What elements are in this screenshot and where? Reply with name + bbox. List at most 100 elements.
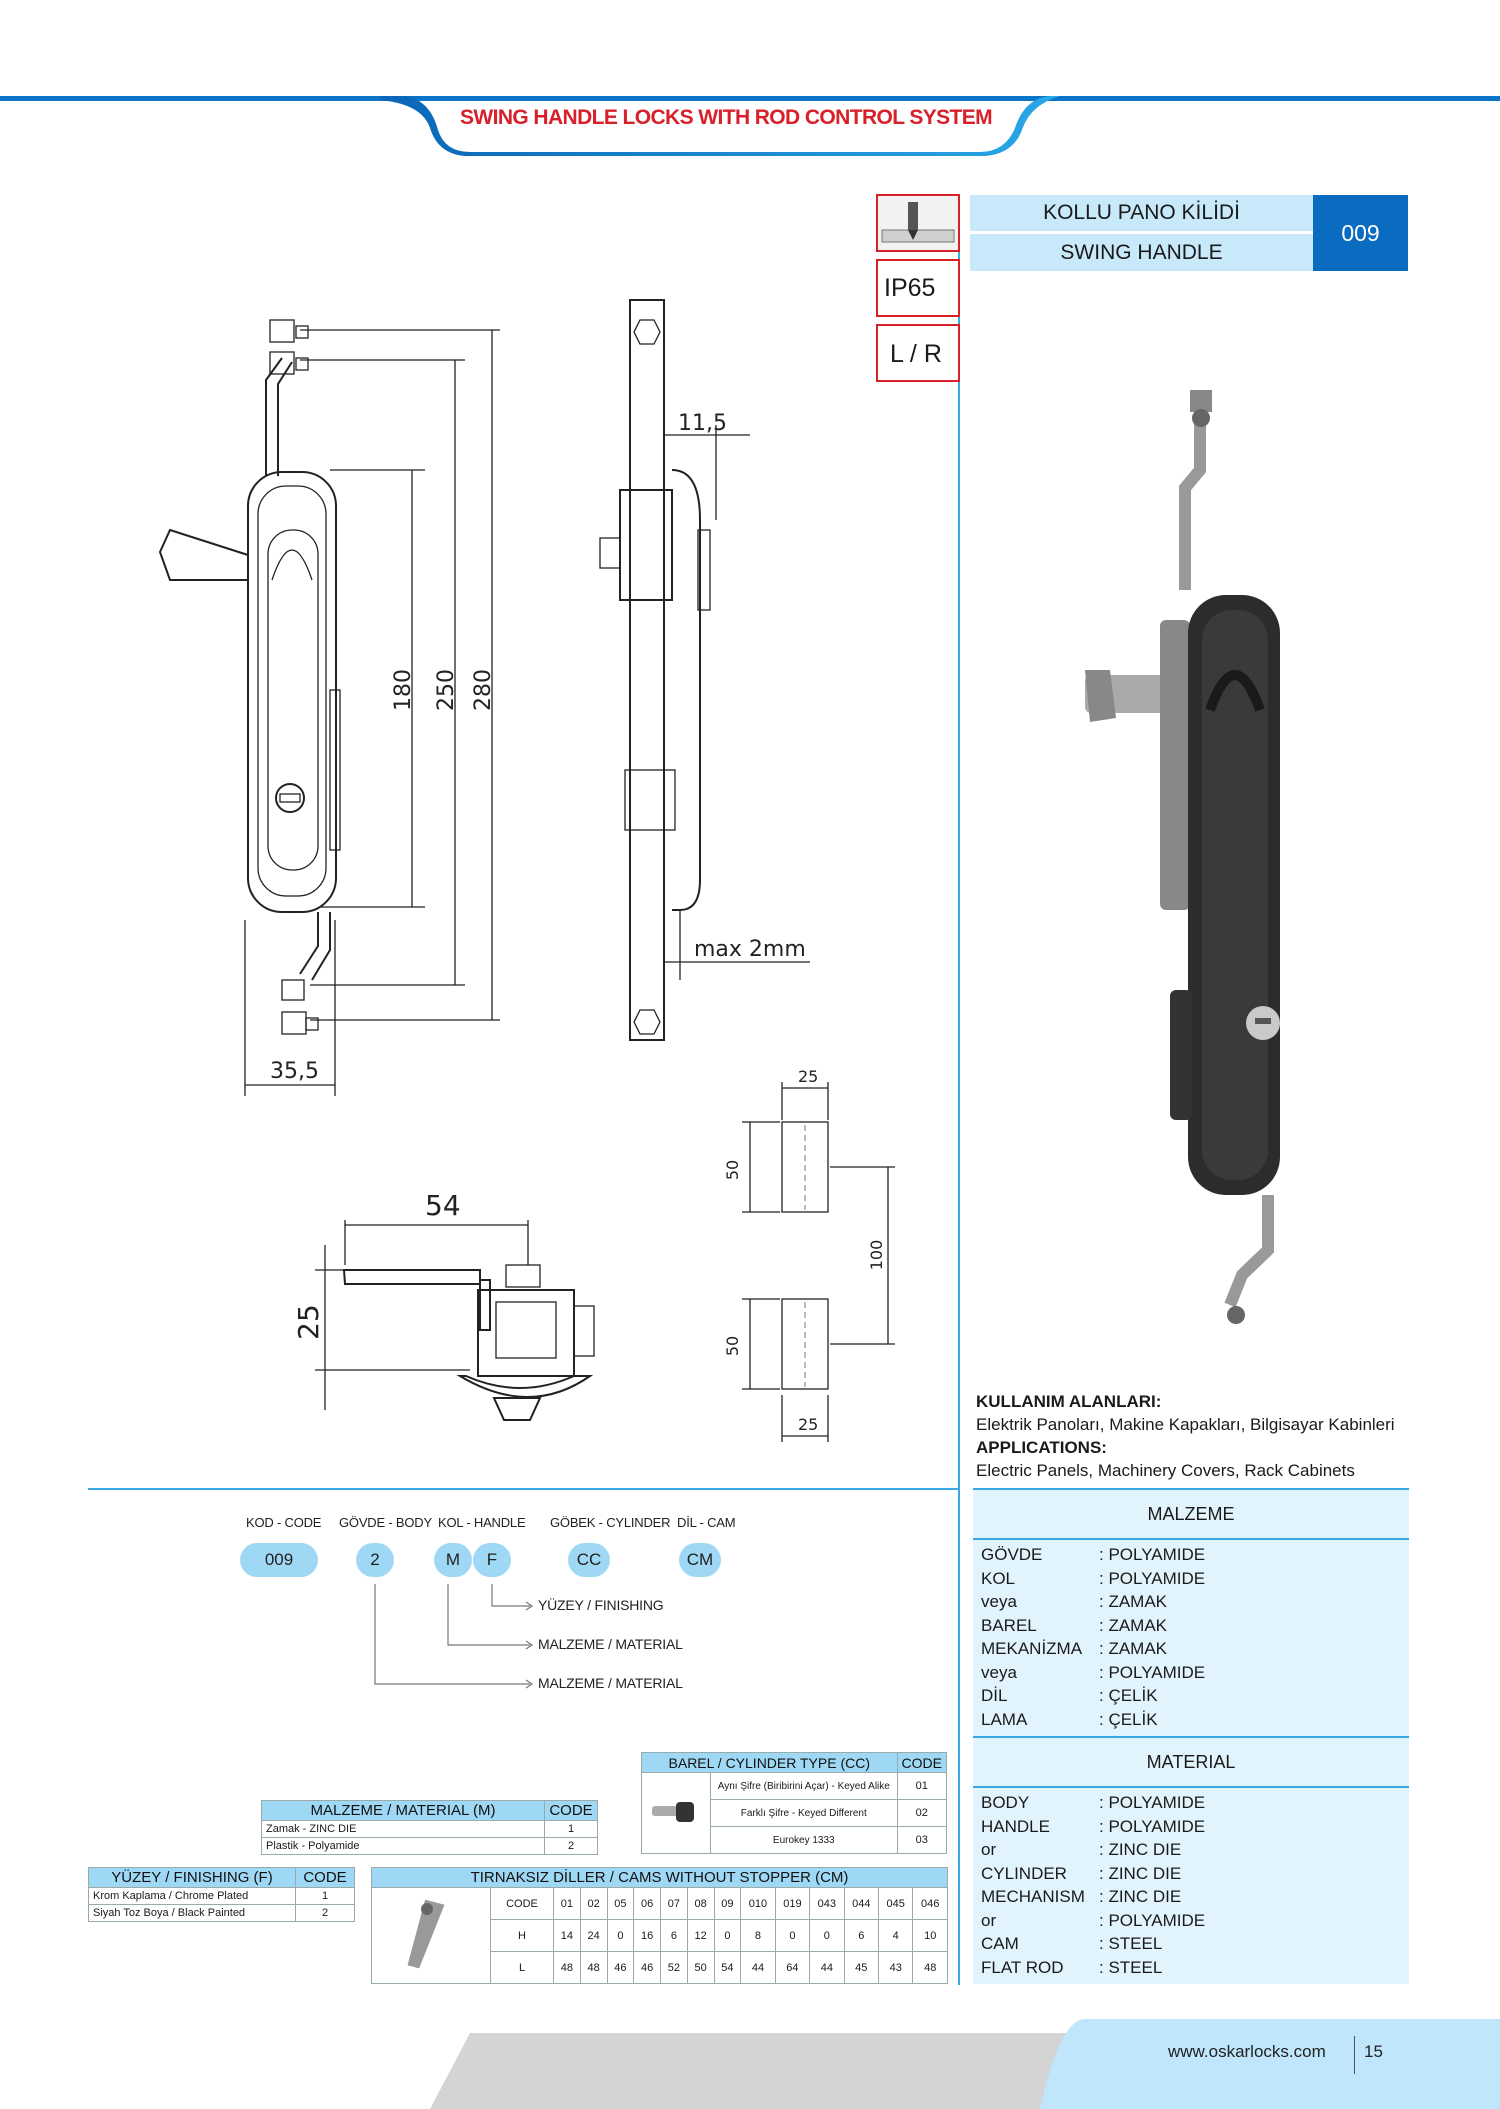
cam-l-cell: 48 xyxy=(553,1951,581,1984)
ordering-arrows xyxy=(374,1584,534,1689)
cam-h-cell: 6 xyxy=(660,1919,688,1952)
material-key: BAREL xyxy=(981,1615,1037,1635)
material-row: KOL: POLYAMIDE xyxy=(981,1567,1409,1591)
cam-code-cell: 010 xyxy=(740,1887,776,1920)
cam-h-cell: 0 xyxy=(606,1919,635,1952)
material-row: MEKANİZMA: ZAMAK xyxy=(981,1637,1409,1661)
material-value: : ÇELİK xyxy=(1099,1686,1158,1705)
ip-rating-badge: IP65 xyxy=(876,259,960,317)
cam-code-cell: 07 xyxy=(660,1887,688,1920)
dim-35-5: 35,5 xyxy=(270,1059,319,1084)
code-pill-f: F xyxy=(473,1543,511,1577)
label-cylinder: GÖBEK - CYLINDER xyxy=(550,1515,671,1530)
applications-section: KULLANIM ALANLARI: Elektrik Panoları, Ma… xyxy=(976,1390,1416,1482)
dim-54: 54 xyxy=(425,1189,461,1222)
dim-25-vertical: 25 xyxy=(292,1304,325,1340)
code-pill-cm: CM xyxy=(679,1543,721,1577)
barrel-row-label: Farklı Şifre - Keyed Different xyxy=(710,1799,898,1827)
barrel-row-code: 01 xyxy=(896,1772,948,1800)
cam-l-cell: 52 xyxy=(660,1951,688,1984)
cam-h-cell: 12 xyxy=(686,1919,715,1952)
finishing-table-title: YÜZEY / FINISHING (F) xyxy=(88,1867,296,1888)
dim-250: 250 xyxy=(434,669,459,711)
cam-code-cell: 01 xyxy=(553,1887,581,1920)
cam-l-cell: 48 xyxy=(579,1951,608,1984)
label-code: KOD - CODE xyxy=(246,1515,322,1530)
cam-h-cell: 8 xyxy=(740,1919,776,1952)
label-cam: DİL - CAM xyxy=(677,1515,736,1530)
code-pill-m: M xyxy=(434,1543,472,1577)
page-number: 15 xyxy=(1364,2042,1383,2061)
material-table-title: MALZEME / MATERIAL (M) xyxy=(261,1800,545,1821)
cutout-dim-50-bottom: 50 xyxy=(723,1336,742,1356)
material-key: MECHANISM xyxy=(981,1887,1085,1906)
footer-url[interactable]: www.oskarlocks.com xyxy=(1168,2042,1326,2061)
product-image xyxy=(1085,390,1280,1324)
material-key: FLAT ROD xyxy=(981,1957,1064,1977)
product-title-box: KOLLU PANO KİLİDİ SWING HANDLE xyxy=(970,195,1313,271)
product-name-en: SWING HANDLE xyxy=(970,234,1313,271)
material-key: veya xyxy=(981,1662,1017,1682)
cam-icon xyxy=(371,1887,491,1984)
page-title: SWING HANDLE LOCKS WITH ROD CONTROL SYST… xyxy=(460,106,993,129)
cam-l-cell: 50 xyxy=(686,1951,715,1984)
finishing-table: YÜZEY / FINISHING (F) CODE Krom Kaplama … xyxy=(88,1867,355,1922)
arrow-label-material-2: MALZEME / MATERIAL xyxy=(538,1675,683,1691)
material-row: or: POLYAMIDE xyxy=(981,1909,1409,1933)
hand-text: L / R xyxy=(890,340,942,368)
barrel-table: BAREL / CYLINDER TYPE (CC) CODE Aynı Şif… xyxy=(641,1752,948,1854)
cam-code-cell: 043 xyxy=(809,1887,845,1920)
materials-title-en: MATERIAL xyxy=(973,1736,1409,1788)
material-table: MALZEME / MATERIAL (M) CODE Zamak - ZINC… xyxy=(261,1800,598,1855)
side-view-drawing: 11,5 max 2mm xyxy=(599,299,810,1041)
arrow-label-finishing: YÜZEY / FINISHING xyxy=(538,1597,664,1613)
material-row: GÖVDE: POLYAMIDE xyxy=(981,1543,1409,1567)
material-row: CYLINDER: ZINC DIE xyxy=(981,1862,1409,1886)
material-key: LAMA xyxy=(981,1709,1028,1729)
cam-h-cell: 4 xyxy=(877,1919,914,1952)
code-pill-body: 2 xyxy=(356,1543,394,1577)
cam-l-cell: 54 xyxy=(713,1951,742,1984)
material-value: : ZAMAK xyxy=(1099,1615,1168,1635)
material-key: KOL xyxy=(981,1568,1016,1588)
front-view-drawing: 180 250 280 35,5 xyxy=(158,319,500,1096)
technical-drawing: 180 250 280 35,5 11,5 max 2mm xyxy=(158,299,895,1442)
material-value: : ZINC DIE xyxy=(1099,1863,1182,1883)
cam-h-cell: 16 xyxy=(633,1919,661,1952)
material-key: or xyxy=(981,1840,997,1859)
material-value: : POLYAMIDE xyxy=(1099,1816,1206,1836)
material-value: : ZAMAK xyxy=(1099,1592,1168,1611)
material-row: CAM: STEEL xyxy=(981,1932,1409,1956)
material-key: or xyxy=(981,1910,997,1930)
finishing-row-label: Krom Kaplama / Chrome Plated xyxy=(88,1887,296,1905)
arrow-label-material-1: MALZEME / MATERIAL xyxy=(538,1636,683,1652)
barrel-table-code-header: CODE xyxy=(896,1752,948,1773)
material-key: DİL xyxy=(981,1686,1008,1705)
code-pill-009: 009 xyxy=(240,1543,318,1577)
material-key: MEKANİZMA xyxy=(981,1639,1083,1658)
applications-text-en: Electric Panels, Machinery Covers, Rack … xyxy=(976,1461,1355,1480)
material-row: LAMA : ÇELİK xyxy=(981,1708,1409,1732)
cams-code-label: CODE xyxy=(490,1887,554,1920)
cam-l-cell: 46 xyxy=(606,1951,635,1984)
finishing-row-code: 2 xyxy=(295,1904,355,1922)
material-value: : POLYAMIDE xyxy=(1099,1662,1206,1682)
material-key: veya xyxy=(981,1592,1017,1611)
material-value: : ZINC DIE xyxy=(1099,1887,1182,1906)
finishing-row-code: 1 xyxy=(295,1887,355,1905)
cam-code-cell: 046 xyxy=(912,1887,948,1920)
material-value: : ÇELİK xyxy=(1099,1709,1158,1729)
ip-rating-text: IP65 xyxy=(884,274,936,302)
panel-cutout-icon xyxy=(881,202,955,243)
label-body: GÖVDE - BODY xyxy=(339,1515,432,1530)
cam-l-cell: 64 xyxy=(774,1951,811,1984)
applications-title-en: APPLICATIONS: xyxy=(976,1438,1107,1457)
material-row: HANDLE: POLYAMIDE xyxy=(981,1815,1409,1839)
header-band: SWING HANDLE LOCKS WITH ROD CONTROL SYST… xyxy=(0,0,1500,160)
barrel-row-code: 03 xyxy=(896,1826,948,1854)
material-row: MECHANISM : ZINC DIE xyxy=(981,1885,1409,1909)
material-row: BODY: POLYAMIDE xyxy=(981,1791,1409,1815)
